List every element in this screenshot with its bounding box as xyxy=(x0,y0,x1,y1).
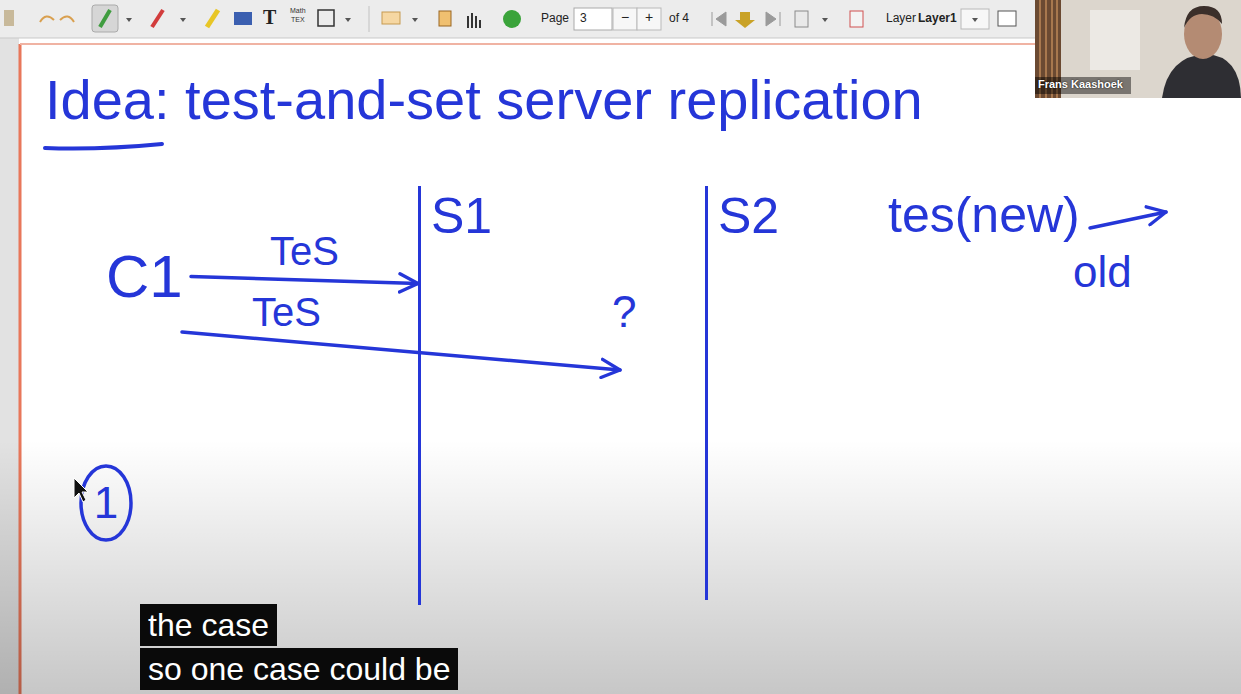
dropdown-icon xyxy=(126,18,132,22)
refresh-icon xyxy=(503,10,521,28)
person-body xyxy=(1162,54,1241,98)
client-label: C1 xyxy=(100,240,191,313)
case-circle xyxy=(81,466,131,540)
label-text: TEX xyxy=(291,16,305,23)
person-hair xyxy=(1184,6,1222,28)
result-arrow xyxy=(1090,212,1166,228)
underline xyxy=(45,144,162,149)
note-text: tes(new) xyxy=(888,190,1080,240)
message-label: TeS xyxy=(270,231,339,271)
toolbar-icon xyxy=(4,10,14,26)
label-text: 3 xyxy=(580,12,587,24)
server-timeline: S2 xyxy=(705,186,786,600)
button xyxy=(613,8,637,30)
label-text: + xyxy=(645,10,653,24)
subtitle: so one case could be xyxy=(140,648,458,690)
button-text: + xyxy=(645,10,653,24)
label-text: old xyxy=(1073,250,1132,294)
pen-icon xyxy=(100,10,110,27)
separator xyxy=(369,6,370,32)
label-text: so one case could be xyxy=(140,648,458,690)
label-text: Layer xyxy=(886,12,916,24)
wall-panel xyxy=(1090,10,1140,70)
mouse-cursor xyxy=(74,478,88,502)
dropdown-icon xyxy=(412,18,418,22)
add-page-icon xyxy=(795,11,808,27)
label-text: T xyxy=(263,7,276,27)
toolbar-text: Layer1 xyxy=(918,12,957,24)
label-text: TeS xyxy=(270,231,339,271)
node-text: C1 xyxy=(106,242,183,311)
dropdown-icon xyxy=(180,18,186,22)
page-border xyxy=(20,43,1035,45)
toolbar-icon-text: Math xyxy=(290,7,306,14)
undo-icon xyxy=(40,16,54,22)
page-number: 3 xyxy=(580,12,587,24)
last-page-icon xyxy=(766,12,780,26)
label-text: Math xyxy=(290,7,306,14)
label-text: Layer1 xyxy=(918,12,957,24)
video-shade xyxy=(0,440,1241,694)
subtitle: the case xyxy=(140,604,277,646)
toolbar xyxy=(0,0,1035,38)
note-text: ? xyxy=(612,290,636,334)
dropdown-icon xyxy=(345,18,351,22)
label-text: ? xyxy=(612,290,636,334)
dropdown-icon xyxy=(972,18,978,22)
node-text: S2 xyxy=(718,188,779,246)
highlighter-icon xyxy=(207,10,218,27)
tool-selected xyxy=(92,5,118,32)
note-text: old xyxy=(1073,250,1132,294)
message-arrow xyxy=(191,277,418,284)
label-text: tes(new) xyxy=(888,190,1080,240)
toolbar-text: of 4 xyxy=(669,12,689,24)
label-text: of 4 xyxy=(669,12,689,24)
diagram-title: Idea: test-and-set server replication xyxy=(45,66,923,133)
redo-icon xyxy=(60,16,74,22)
title-text: Idea: test-and-set server replication xyxy=(45,66,923,133)
dropdown-icon xyxy=(822,18,828,22)
page-input xyxy=(574,8,612,30)
label-text: Page xyxy=(541,12,569,24)
label-text: Frans Kaashoek xyxy=(1038,79,1123,90)
callout-number: 1 xyxy=(94,481,118,525)
label-text: the case xyxy=(140,604,277,646)
webcam-frame xyxy=(1035,0,1241,98)
toolbar-text: Page xyxy=(541,12,569,24)
name-strip xyxy=(1035,77,1131,94)
select-icon xyxy=(439,11,451,26)
next-page-icon xyxy=(735,12,755,28)
shape-icon xyxy=(382,12,400,24)
window-icon xyxy=(998,11,1016,26)
message-label: TeS xyxy=(252,292,321,332)
pen-icon xyxy=(152,10,163,27)
server-timeline: S1 xyxy=(418,186,499,605)
toolbar-icon-text: TEX xyxy=(291,16,305,23)
delete-page-icon xyxy=(850,11,863,27)
toolbar-text: Layer xyxy=(886,12,916,24)
label-text: TeS xyxy=(252,292,321,332)
image-icon xyxy=(234,12,252,25)
node-text: S1 xyxy=(431,188,492,246)
label-text: − xyxy=(621,10,629,24)
speaker-name: Frans Kaashoek xyxy=(1038,79,1123,90)
button-text: − xyxy=(621,10,629,24)
toolbar-edge xyxy=(0,38,1035,39)
rectangle-icon xyxy=(318,10,334,26)
label-text: 1 xyxy=(94,481,118,525)
hand-icon xyxy=(468,13,480,28)
request-arrow xyxy=(182,332,620,370)
toolbar-icon-text: T xyxy=(263,7,276,27)
layer-dropdown xyxy=(961,9,989,29)
button xyxy=(637,8,661,30)
first-page-icon xyxy=(712,12,726,26)
